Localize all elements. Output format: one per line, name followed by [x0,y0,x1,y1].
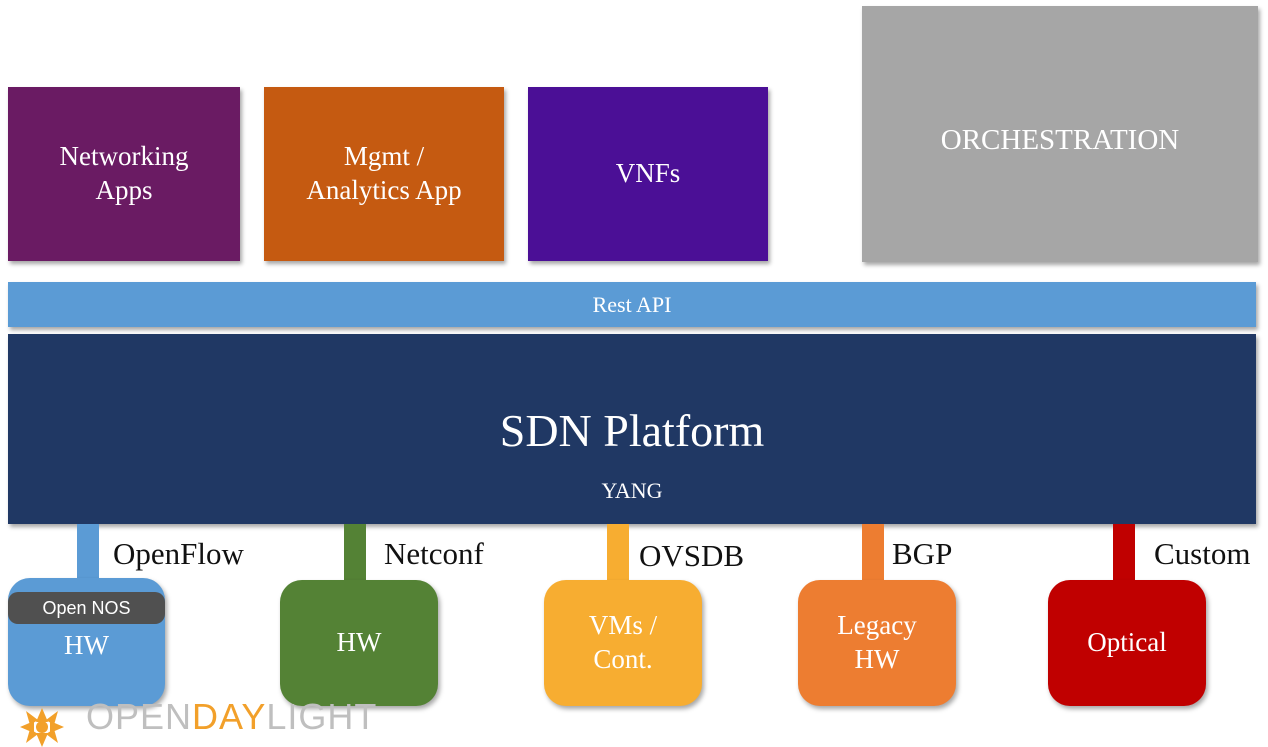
networking-apps-box: Networking Apps [8,87,240,261]
vnfs-box: VNFs [528,87,768,261]
opendaylight-wordmark: OPENDAYLIGHT [86,699,377,735]
vnfs-label: VNFs [615,158,681,189]
rest-api-label: Rest API [592,291,672,317]
opendaylight-logo: OPENDAYLIGHT [4,696,404,747]
netconf-hw-device: HW [280,580,438,706]
mgmt-analytics-app-box: Mgmt / Analytics App [264,87,504,261]
bgp-connector [862,524,884,584]
bgp-label: BGP [892,536,953,571]
openflow-hw-device: Open NOS HW [8,578,165,706]
vms-containers-label-line1: VMs / [588,610,658,641]
networking-apps-label-line2: Apps [95,175,153,205]
legacy-hw-device: Legacy HW [798,580,956,706]
custom-connector [1113,524,1135,584]
legacy-hw-label-line2: HW [854,644,900,674]
ovsdb-label: OVSDB [639,538,745,573]
optical-label: Optical [1087,627,1167,658]
opendaylight-sun-icon [20,708,64,747]
openflow-label: OpenFlow [113,536,244,571]
mgmt-analytics-label-line2: Analytics App [306,175,462,205]
sdn-platform-box: SDN Platform YANG [8,334,1256,524]
orchestration-box: ORCHESTRATION [862,6,1258,262]
sdn-platform-title: SDN Platform [499,405,765,456]
vms-containers-label-line2: Cont. [593,644,653,674]
sdn-platform-subtitle: YANG [601,478,663,503]
netconf-connector [344,524,366,584]
vms-containers-device: VMs / Cont. [544,580,702,706]
optical-device: Optical [1048,580,1206,706]
mgmt-analytics-label-line1: Mgmt / [343,141,425,172]
netconf-label: Netconf [384,536,484,571]
legacy-hw-label-line1: Legacy [837,610,917,641]
orchestration-label: ORCHESTRATION [940,124,1180,156]
rest-api-bar: Rest API [8,282,1256,327]
logo-part-open: OPEN [86,696,193,737]
custom-label: Custom [1154,536,1251,571]
open-nos-badge: Open NOS [8,592,165,624]
openflow-hw-label: HW [64,630,109,660]
logo-part-light: LIGHT [266,696,378,737]
openflow-connector [77,524,99,584]
logo-part-day: DAY [192,696,267,737]
networking-apps-label-line1: Networking [59,141,189,172]
ovsdb-connector [607,524,629,584]
netconf-hw-label: HW [336,627,382,658]
